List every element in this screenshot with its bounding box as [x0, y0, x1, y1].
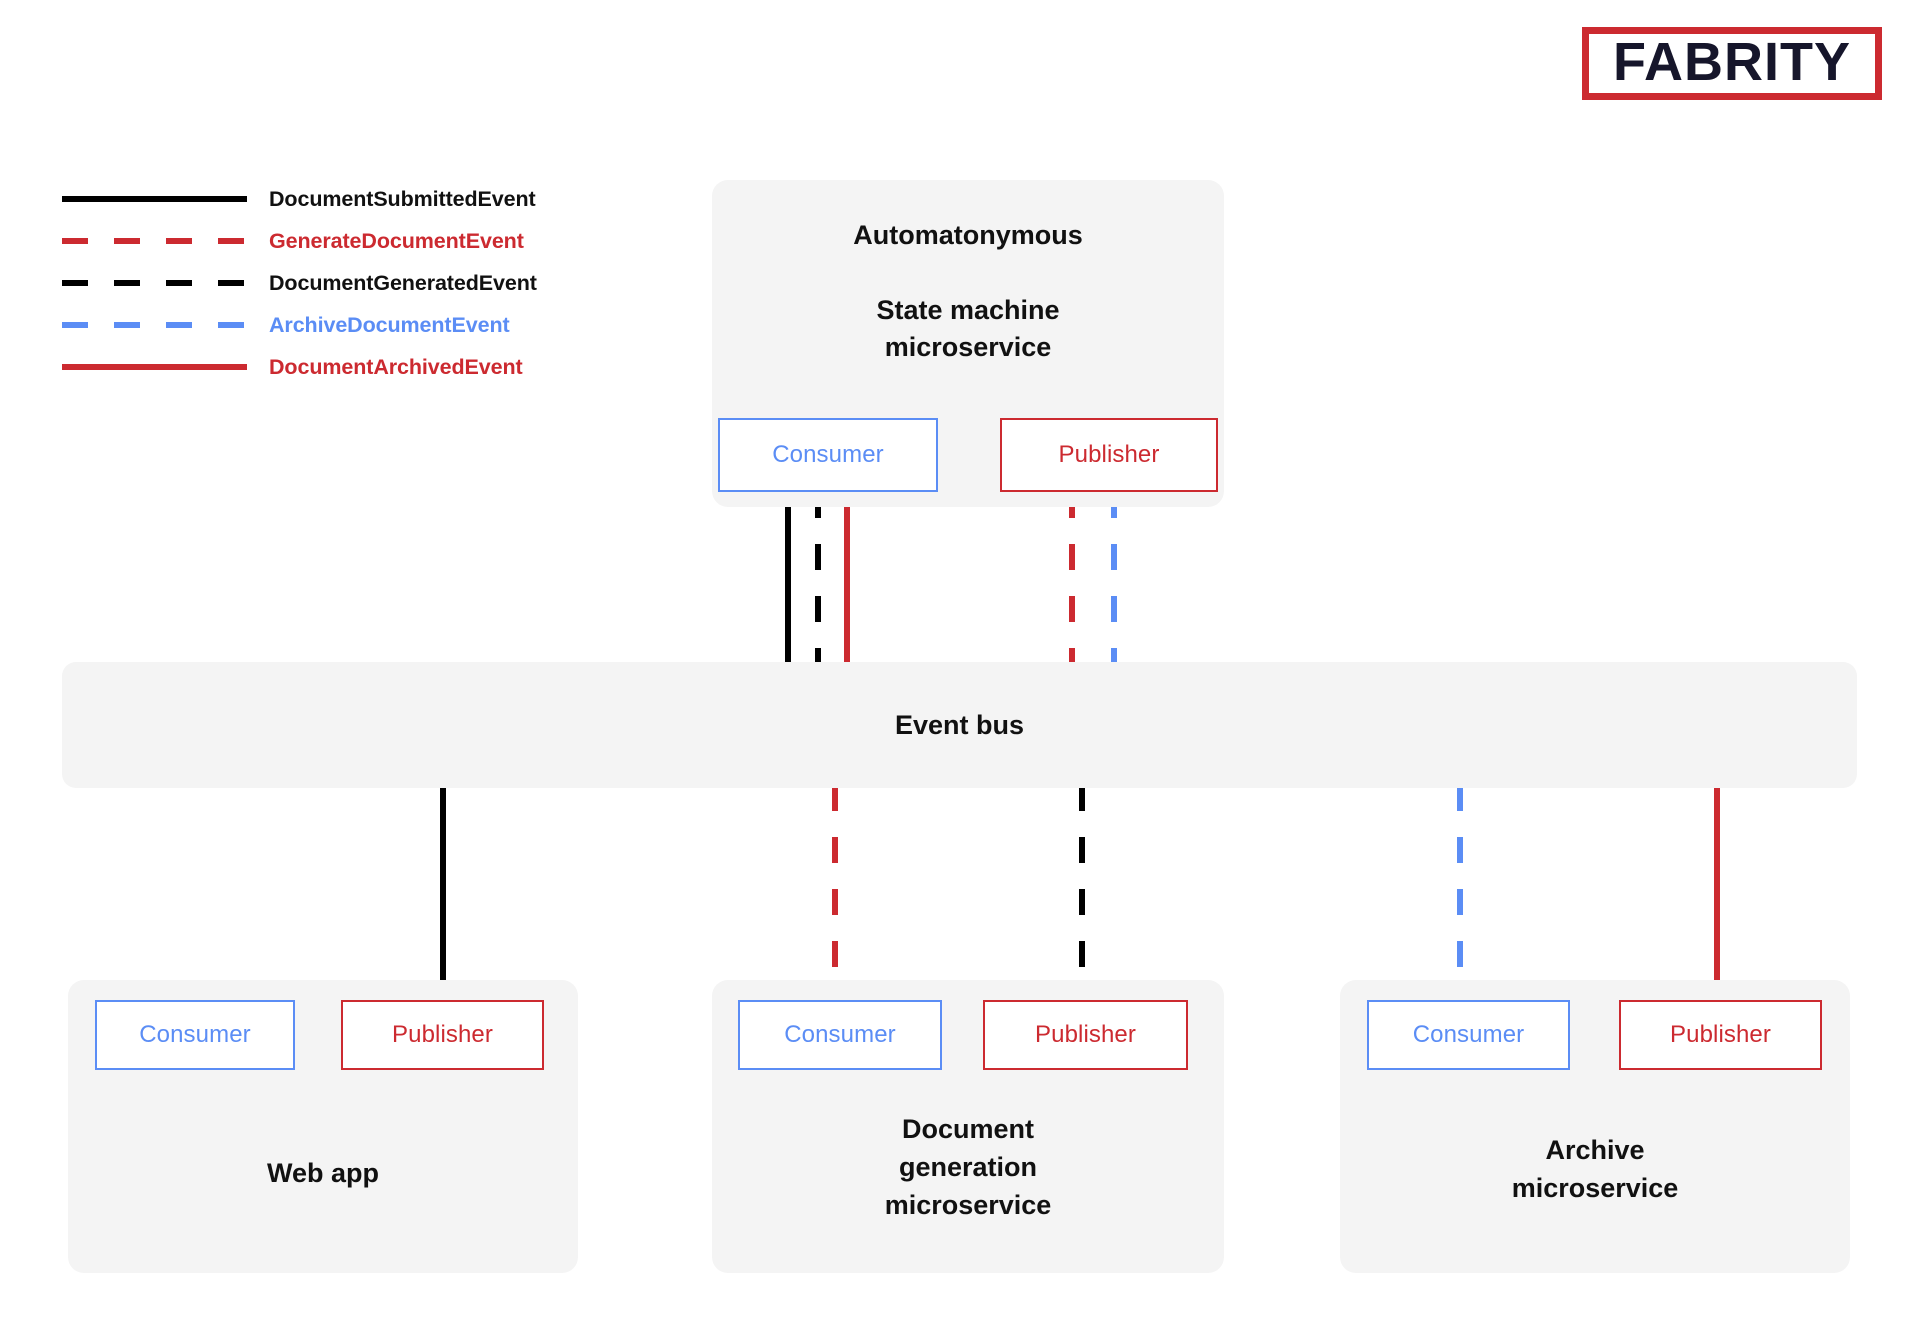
service-state-machine-title-line2: microservice	[884, 332, 1052, 362]
legend-line-dashed-black-icon	[62, 280, 247, 286]
service-document-generation-title-line3: microservice	[884, 1190, 1052, 1220]
fabrity-logo: FABRITY	[1582, 27, 1882, 100]
legend-item-generate-document: GenerateDocumentEvent	[62, 220, 682, 262]
legend-line-dashed-red-icon	[62, 238, 247, 244]
legend-item-archive-document: ArchiveDocumentEvent	[62, 304, 682, 346]
legend-label: ArchiveDocumentEvent	[269, 312, 510, 337]
document-generation-publisher[interactable]: Publisher	[983, 1000, 1188, 1070]
legend-label: GenerateDocumentEvent	[269, 228, 524, 253]
legend: DocumentSubmittedEvent GenerateDocumentE…	[62, 178, 682, 388]
legend-line-solid-black-icon	[62, 196, 247, 202]
web-app-consumer[interactable]: Consumer	[95, 1000, 295, 1070]
legend-line-solid-red-icon	[62, 364, 247, 370]
archive-publisher[interactable]: Publisher	[1619, 1000, 1822, 1070]
state-machine-consumer[interactable]: Consumer	[718, 418, 938, 492]
service-archive-title-line1: Archive	[1545, 1135, 1645, 1165]
service-archive-title-line2: microservice	[1511, 1173, 1679, 1203]
service-state-machine-title-line1: State machine	[876, 295, 1060, 325]
service-state-machine-heading: Automatonymous	[853, 220, 1083, 250]
legend-label: DocumentGeneratedEvent	[269, 270, 537, 295]
legend-item-document-archived: DocumentArchivedEvent	[62, 346, 682, 388]
web-app-publisher[interactable]: Publisher	[341, 1000, 544, 1070]
service-document-generation-title-line1: Document	[901, 1114, 1034, 1144]
legend-label: DocumentSubmittedEvent	[269, 186, 536, 211]
legend-line-dashed-blue-icon	[62, 322, 247, 328]
event-bus: Event bus	[62, 662, 1857, 788]
archive-consumer[interactable]: Consumer	[1367, 1000, 1570, 1070]
legend-item-document-submitted: DocumentSubmittedEvent	[62, 178, 682, 220]
event-bus-label: Event bus	[894, 709, 1025, 740]
fabrity-logo-text: FABRITY	[1612, 32, 1851, 92]
legend-label: DocumentArchivedEvent	[269, 354, 523, 379]
document-generation-consumer[interactable]: Consumer	[738, 1000, 942, 1070]
legend-item-document-generated: DocumentGeneratedEvent	[62, 262, 682, 304]
service-document-generation-title-line2: generation	[898, 1152, 1038, 1182]
service-web-app-title: Web app	[266, 1158, 379, 1188]
state-machine-publisher[interactable]: Publisher	[1000, 418, 1218, 492]
